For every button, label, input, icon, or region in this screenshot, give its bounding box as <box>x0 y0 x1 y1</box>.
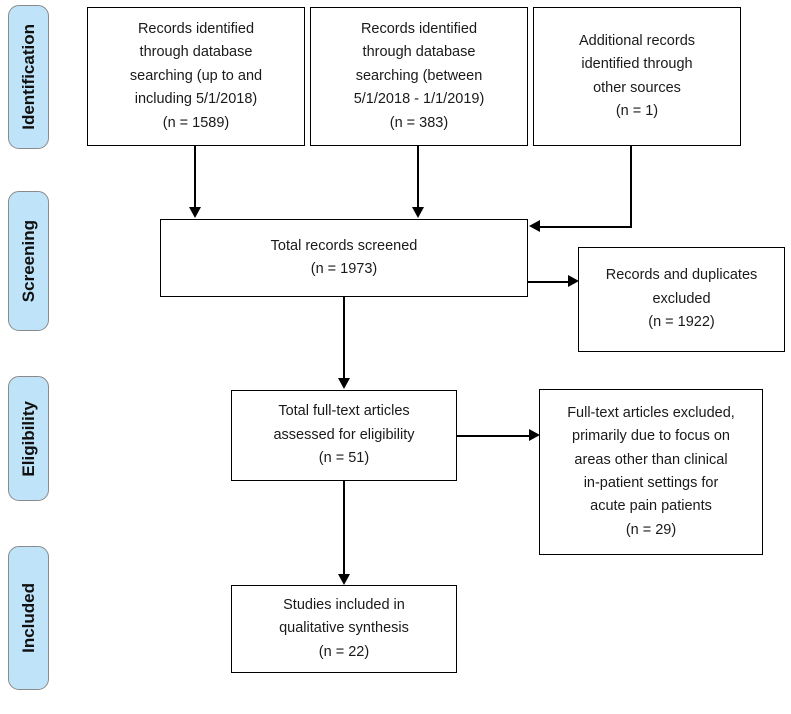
box-fulltext-articles-excluded[interactable]: Full-text articles excluded, primarily d… <box>539 389 763 555</box>
arrowhead-early-db-to-screened <box>189 207 201 218</box>
connector-other-sources-horizontal <box>540 226 632 228</box>
arrowhead-screened-to-fulltext <box>338 378 350 389</box>
stage-tab-included[interactable]: Included <box>8 546 49 690</box>
stage-tab-screening[interactable]: Screening <box>8 191 49 331</box>
connector-early-db-to-screened <box>194 146 196 208</box>
stage-label-included: Included <box>18 583 38 653</box>
connector-fulltext-to-excluded <box>457 435 531 437</box>
box-additional-records-other-sources[interactable]: Additional records identified through ot… <box>533 7 741 146</box>
arrowhead-fulltext-to-included <box>338 574 350 585</box>
stage-tab-eligibility[interactable]: Eligibility <box>8 376 49 501</box>
box-records-identified-database-early[interactable]: Records identified through database sear… <box>87 7 305 146</box>
box-text-records-identified-database-early: Records identified through database sear… <box>129 20 263 131</box>
stage-label-screening: Screening <box>18 219 38 303</box>
stage-label-identification: Identification <box>18 24 38 130</box>
arrowhead-screened-to-excluded <box>568 275 579 287</box>
box-text-fulltext-assessed-eligibility: Total full-text articles assessed for el… <box>273 403 415 467</box>
stage-tab-identification[interactable]: Identification <box>8 5 49 149</box>
box-text-total-records-screened: Total records screened (n = 1973) <box>270 237 418 277</box>
arrowhead-late-db-to-screened <box>412 207 424 218</box>
arrowhead-fulltext-to-excluded <box>529 429 540 441</box>
box-text-records-identified-database-late: Records identified through database sear… <box>353 20 485 131</box>
box-records-identified-database-late[interactable]: Records identified through database sear… <box>310 7 528 146</box>
stage-label-eligibility: Eligibility <box>18 400 38 477</box>
connector-screened-to-fulltext <box>343 297 345 379</box>
box-studies-included-qualitative-synthesis[interactable]: Studies included in qualitative synthesi… <box>231 585 457 673</box>
box-text-fulltext-articles-excluded: Full-text articles excluded, primarily d… <box>567 404 735 538</box>
box-text-records-and-duplicates-excluded: Records and duplicates excluded (n = 192… <box>605 267 758 331</box>
connector-fulltext-to-included <box>343 481 345 575</box>
box-text-studies-included-qualitative-synthesis: Studies included in qualitative synthesi… <box>279 596 409 660</box>
arrowhead-other-sources-to-screened <box>529 220 540 232</box>
box-fulltext-assessed-eligibility[interactable]: Total full-text articles assessed for el… <box>231 390 457 481</box>
box-text-additional-records-other-sources: Additional records identified through ot… <box>578 32 696 119</box>
box-records-and-duplicates-excluded[interactable]: Records and duplicates excluded (n = 192… <box>578 247 785 352</box>
connector-late-db-to-screened <box>417 146 419 208</box>
box-total-records-screened[interactable]: Total records screened (n = 1973) <box>160 219 528 297</box>
connector-other-sources-vertical <box>630 146 632 228</box>
connector-screened-to-excluded <box>528 281 570 283</box>
